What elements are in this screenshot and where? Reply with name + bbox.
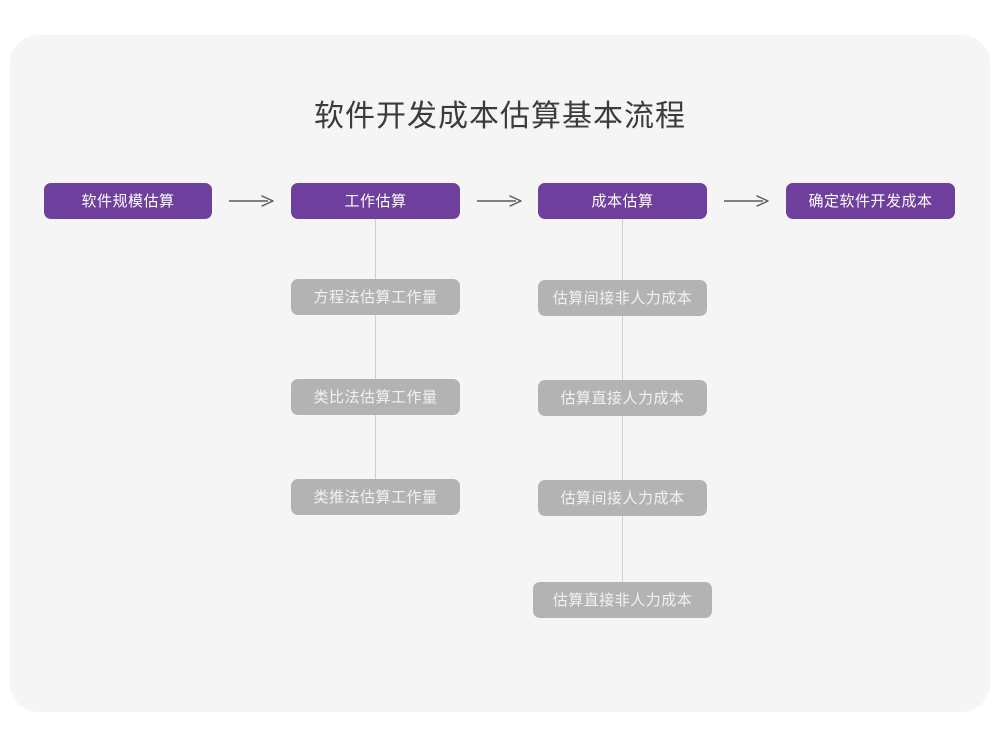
connector-line-cost-3 [622, 416, 623, 480]
connector-line-effort-2 [375, 315, 376, 379]
connector-line-cost-4 [622, 516, 623, 582]
flow-node-effort-estimation[interactable]: 工作估算 [291, 183, 460, 219]
diagram-panel [10, 35, 990, 712]
branch-node-indirect-nonlabor-cost[interactable]: 估算间接非人力成本 [538, 280, 707, 316]
flow-node-software-scale-estimation[interactable]: 软件规模估算 [44, 183, 212, 219]
branch-node-direct-nonlabor-cost[interactable]: 估算直接非人力成本 [533, 582, 712, 618]
branch-node-direct-labor-cost[interactable]: 估算直接人力成本 [538, 380, 707, 416]
flow-node-determine-development-cost[interactable]: 确定软件开发成本 [786, 183, 955, 219]
flow-node-cost-estimation[interactable]: 成本估算 [538, 183, 707, 219]
arrow-right-icon-2 [476, 189, 524, 213]
branch-node-analogy-method-effort[interactable]: 类比法估算工作量 [291, 379, 460, 415]
arrow-right-icon-1 [228, 189, 276, 213]
branch-node-inference-method-effort[interactable]: 类推法估算工作量 [291, 479, 460, 515]
arrow-right-icon-3 [723, 189, 771, 213]
connector-line-effort-3 [375, 415, 376, 479]
connector-line-cost-2 [622, 316, 623, 380]
connector-line-cost-1 [622, 219, 623, 280]
diagram-title: 软件开发成本估算基本流程 [314, 100, 686, 133]
branch-node-indirect-labor-cost[interactable]: 估算间接人力成本 [538, 480, 707, 516]
connector-line-effort-1 [375, 219, 376, 279]
branch-node-equation-method-effort[interactable]: 方程法估算工作量 [291, 279, 460, 315]
